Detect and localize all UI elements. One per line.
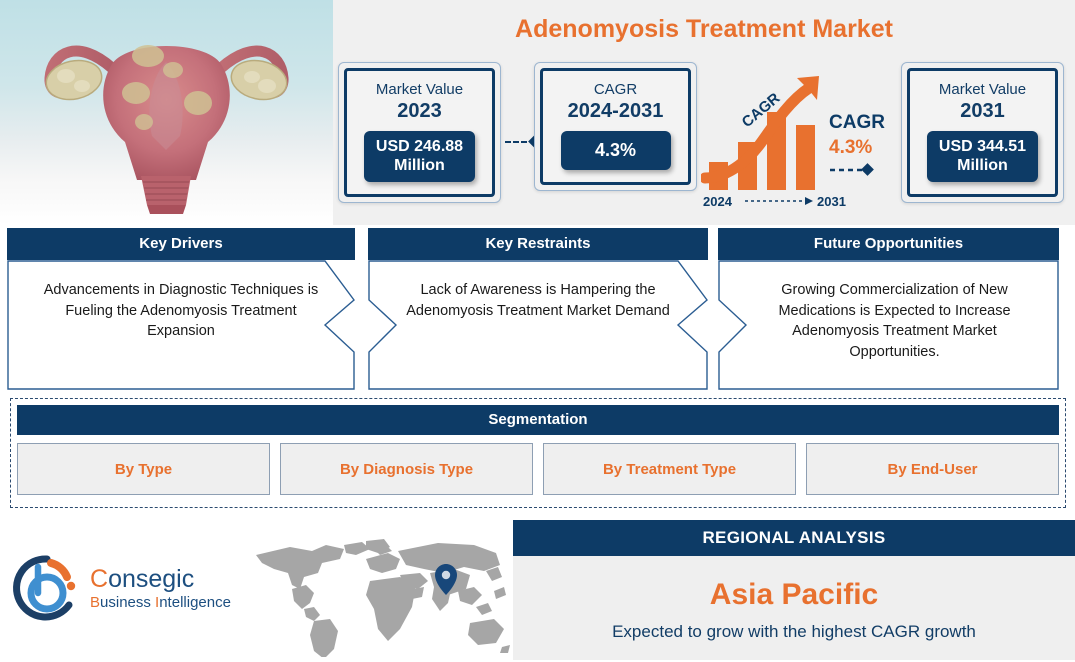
cagr-start-year: 2024 [703,194,733,209]
metric-unit: Million [957,156,1008,174]
panel-title: Future Opportunities [718,228,1059,260]
hero-medical-illustration [0,0,333,225]
segmentation-cards: By Type By Diagnosis Type By Treatment T… [17,443,1059,495]
metric-card-market-value-2031: Market Value 2031 USD 344.51 Million [901,62,1064,204]
brand-tagline: Business Intelligence [90,595,231,610]
page-title: Adenomyosis Treatment Market [515,15,893,43]
regional-analysis-body: Asia Pacific Expected to grow with the h… [513,556,1075,660]
panel-text: Growing Commercialization of New Medicat… [778,282,1011,361]
panel-text: Lack of Awareness is Hampering the Adeno… [406,282,670,319]
panel-key-restraints: Key Restraints Lack of Awareness is Hamp… [368,228,708,390]
region-name: Asia Pacific [709,578,879,611]
cagr-growth-graphic: CAGR CAGR 4.3% 2024 2031 [699,70,897,210]
metric-unit: Million [394,156,445,174]
tagline-b: B [90,593,101,611]
panel-body-shape: Advancements in Diagnostic Techniques is… [7,260,355,390]
metric-year: 2031 [960,100,1005,123]
metrics-row: Market Value 2023 USD 246.88 Million CAG… [333,62,1075,222]
panel-title: Key Restraints [368,228,708,260]
segmentation-card-by-diagnosis-type[interactable]: By Diagnosis Type [280,443,533,495]
bar-chart-growth-icon: CAGR CAGR 4.3% 2024 2031 [699,76,885,209]
connector-line [505,140,527,143]
panel-future-opportunities: Future Opportunities Growing Commerciali… [718,228,1059,390]
header-area: Adenomyosis Treatment Market Market Valu… [333,0,1075,225]
map-pin-icon [435,564,457,595]
tagline-intelligence: ntelligence [159,593,231,611]
panel-text: Advancements in Diagnostic Techniques is… [43,282,319,340]
segmentation-card-by-treatment-type[interactable]: By Treatment Type [543,443,796,495]
cagr-label: CAGR [829,112,885,133]
brand-logo: Consegic Business Intelligence [12,553,231,623]
segmentation-card-by-end-user[interactable]: By End-User [806,443,1059,495]
metric-label: CAGR [593,81,638,98]
insight-panels: Key Drivers Advancements in Diagnostic T… [0,228,1075,390]
metric-card-cagr: CAGR 2024-2031 4.3% [534,62,697,191]
metric-value-pill: 4.3% [560,131,671,170]
tagline-i: I [155,593,160,611]
regional-analysis: REGIONAL ANALYSIS Asia Pacific Expected … [513,520,1075,660]
world-map-icon [256,539,510,659]
brand-name-initial: C [90,564,109,593]
brand-wordmark: Consegic Business Intelligence [90,564,231,610]
uterus-illustration-icon [44,45,289,214]
segmentation-section: Segmentation By Type By Diagnosis Type B… [10,398,1066,508]
panel-body-shape: Growing Commercialization of New Medicat… [718,260,1059,390]
metric-value: USD 246.88 [375,138,464,156]
panel-title: Key Drivers [7,228,355,260]
top-band: Adenomyosis Treatment Market Market Valu… [0,0,1075,225]
brand-name-rest: onsegic [108,564,195,593]
regional-analysis-title: REGIONAL ANALYSIS [513,520,1075,556]
metric-value-pill: USD 344.51 Million [926,131,1039,183]
cagr-value: 4.3% [829,137,872,158]
metric-card-market-value-2023: Market Value 2023 USD 246.88 Million [338,62,501,204]
metric-label: Market Value [375,81,464,98]
metric-year: 2024-2031 [567,100,664,123]
metric-value: USD 344.51 [938,138,1027,156]
world-map [248,537,510,659]
metric-label: Market Value [938,81,1027,98]
tagline-business: usiness [100,593,156,611]
arrow-panel-shape-icon [7,260,355,390]
metric-value-pill: USD 246.88 Million [363,131,476,183]
segmentation-title: Segmentation [17,405,1059,435]
cagr-end-year: 2031 [817,194,846,209]
brand-name: Consegic [90,564,231,593]
metric-value: 4.3% [594,140,637,161]
footer: Consegic Business Intelligence [0,515,1075,660]
arrow-panel-shape-icon [368,260,708,390]
panel-body-shape: Lack of Awareness is Hampering the Adeno… [368,260,708,390]
region-note: Expected to grow with the highest CAGR g… [612,622,976,641]
consegic-logo-mark-icon [13,555,76,621]
panel-key-drivers: Key Drivers Advancements in Diagnostic T… [7,228,355,390]
arrow-panel-shape-icon [718,260,1059,390]
segmentation-card-by-type[interactable]: By Type [17,443,270,495]
metric-year: 2023 [397,100,442,123]
connector-dashed-1 [505,135,541,148]
